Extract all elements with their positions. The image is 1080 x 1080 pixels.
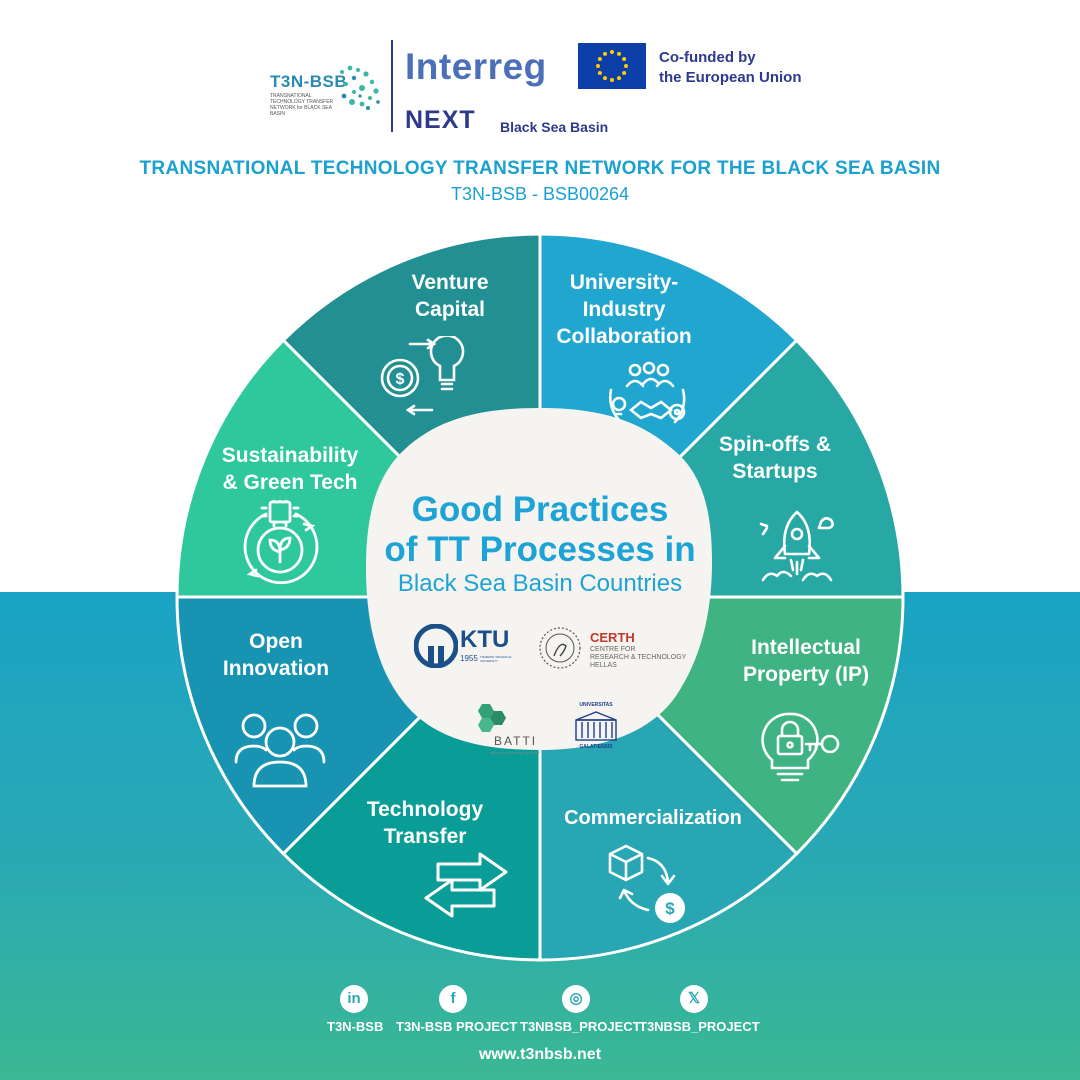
segment-label-spinoffs: Spin-offs & Startups — [690, 431, 860, 485]
eu-star — [624, 64, 628, 68]
interreg-logo-text: Interreg — [405, 46, 547, 87]
eu-star — [596, 64, 600, 68]
eu-star — [610, 78, 614, 82]
segment-label-line: Industry — [582, 298, 666, 321]
social-label-x[interactable]: T3NBSB_PROJECT — [639, 1019, 760, 1034]
center-title-line-2: of TT Processes in — [384, 530, 696, 569]
segment-label-line: Technology — [366, 798, 484, 821]
rocket-icon — [759, 510, 834, 582]
segment-label-venture-capital: Venture Capital — [360, 269, 540, 323]
header-divider — [391, 40, 393, 132]
facebook-icon[interactable]: f — [439, 985, 467, 1013]
page-title: TRANSNATIONAL TECHNOLOGY TRANSFER NETWOR… — [139, 158, 941, 179]
linkedin-icon[interactable]: in — [340, 985, 368, 1013]
eu-star — [622, 57, 627, 61]
ktu-year: 1955 — [460, 654, 478, 663]
segment-label-line: Sustainability — [221, 444, 359, 467]
money-bulb-cycle-icon: $ — [380, 336, 465, 416]
eu-star — [622, 71, 627, 75]
ktu-logo: KTU 1955 TRABZON TECHNICAL UNIVERSITY — [414, 624, 524, 672]
team-handshake-gear-icon — [608, 361, 686, 424]
next-logo-text: NEXT — [405, 106, 476, 134]
social-label-instagram[interactable]: T3NBSB_PROJECT — [520, 1019, 641, 1034]
eco-chip-icon — [243, 500, 319, 585]
segment-label-line: Venture — [411, 271, 489, 294]
exchange-arrows-icon — [424, 852, 508, 918]
segment-label-line: Capital — [414, 298, 485, 321]
segment-label-commercialization: Commercialization — [540, 805, 766, 832]
box-to-money-icon: $ — [608, 844, 685, 923]
network-dots-icon — [340, 65, 380, 110]
instagram-icon[interactable]: ◎ — [562, 985, 590, 1013]
eu-star — [603, 51, 607, 56]
eu-star — [610, 50, 614, 54]
segment-label-line: Startups — [732, 460, 818, 483]
certh-name: CERTH — [590, 630, 635, 645]
center-title: Good Practices of TT Processes in — [360, 490, 720, 570]
segment-label-intellectual-property: Intellectual Property (IP) — [718, 634, 894, 688]
social-label-facebook[interactable]: T3N-BSB PROJECT — [396, 1019, 518, 1034]
galati-line-1: UNIVERSITAS — [579, 702, 613, 708]
segment-label-line: Open — [249, 630, 303, 653]
t3n-logo-subtitle: TRANSNATIONAL TECHNOLOGY TRANSFER NETWOR… — [270, 93, 334, 117]
svg-text:$: $ — [665, 899, 675, 918]
x-icon[interactable]: 𝕏 — [680, 985, 708, 1013]
cofunded-text: Co-funded by the European Union — [659, 48, 802, 88]
cofunded-line-1: Co-funded by — [659, 49, 756, 66]
batti-logo: BATTI Ideas that forming the future — [470, 702, 560, 768]
website-link[interactable]: www.t3nbsb.net — [478, 1046, 602, 1063]
segment-label-line: University- — [569, 271, 679, 294]
svg-text:$: $ — [396, 371, 405, 388]
social-label-linkedin[interactable]: T3N-BSB — [327, 1019, 384, 1034]
certh-desc: CENTRE FOR RESEARCH & TECHNOLOGY HELLAS — [590, 646, 686, 670]
segment-label-university-industry: University- Industry Collaboration — [524, 269, 724, 350]
eu-star — [617, 76, 621, 81]
segment-label-technology-transfer: Technology Transfer — [340, 796, 510, 850]
t3n-logo-title: T3N-BSB — [270, 72, 348, 91]
batti-hexagons-icon — [478, 704, 506, 732]
certh-line: CENTRE FOR — [590, 646, 636, 653]
university-building-icon — [575, 711, 617, 741]
segment-label-line: Collaboration — [556, 325, 692, 348]
certh-logo: CERTH CENTRE FOR RESEARCH & TECHNOLOGY H… — [538, 626, 688, 674]
t3n-bsb-logo: T3N-BSB TRANSNATIONAL TECHNOLOGY TRANSFE… — [268, 64, 383, 126]
segment-label-line: Spin-offs & — [719, 433, 831, 456]
cofunded-line-2: the European Union — [659, 69, 802, 86]
segment-label-line: Innovation — [222, 657, 330, 680]
group-people-icon — [234, 713, 326, 788]
certh-line: RESEARCH & TECHNOLOGY — [590, 654, 687, 661]
ktu-name: KTU — [460, 626, 510, 653]
galati-line-2: GALATIENSIS — [579, 744, 613, 750]
eu-star — [597, 71, 602, 75]
segment-label-sustainability: Sustainability & Green Tech — [200, 442, 380, 496]
segment-label-open-innovation: Open Innovation — [196, 628, 356, 682]
eu-star — [617, 51, 621, 56]
galati-university-logo: UNIVERSITAS GALATIENSIS — [568, 702, 624, 754]
header: T3N-BSB TRANSNATIONAL TECHNOLOGY TRANSFE… — [0, 0, 1080, 220]
batti-name: BATTI — [494, 734, 538, 748]
eu-star — [597, 57, 602, 61]
center-blob — [366, 408, 712, 750]
segment-label-line: & Green Tech — [222, 471, 358, 494]
batti-tagline: Ideas that forming the future — [490, 750, 541, 755]
certh-seal-icon — [539, 627, 581, 669]
segment-label-line: Intellectual — [751, 636, 861, 659]
project-code: T3N-BSB - BSB00264 — [450, 184, 630, 204]
ktu-emblem-icon — [414, 624, 458, 668]
segment-label-line: Property (IP) — [742, 663, 870, 686]
lock-bulb-key-icon — [761, 712, 840, 782]
black-sea-basin-text: Black Sea Basin — [500, 119, 609, 135]
center-subtitle: Black Sea Basin Countries — [397, 570, 683, 597]
ktu-sub: TRABZON TECHNICAL UNIVERSITY — [480, 655, 513, 663]
certh-line: HELLAS — [590, 662, 617, 669]
segment-label-line: Commercialization — [564, 807, 742, 829]
center-title-line-1: Good Practices — [411, 490, 669, 529]
eu-flag-icon — [578, 43, 646, 89]
segment-label-line: Transfer — [383, 825, 467, 848]
eu-star — [603, 76, 607, 81]
